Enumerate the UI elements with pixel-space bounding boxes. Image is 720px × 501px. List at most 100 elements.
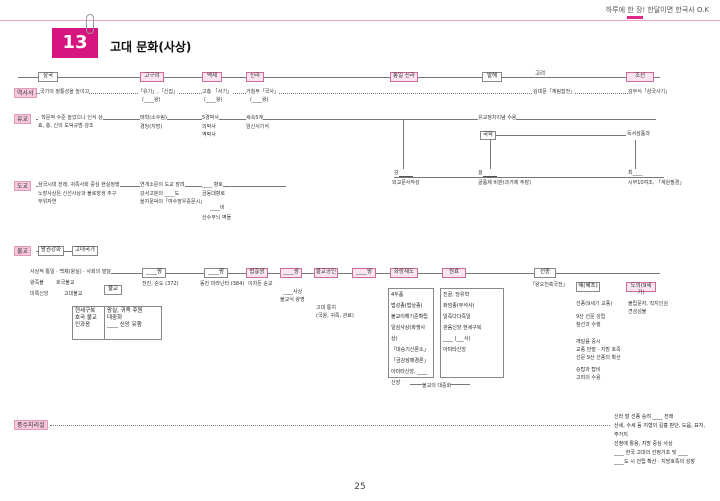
confucian-bottom-4: 설: [478, 170, 497, 177]
buddhism-left-4: 미륵신앙: [30, 291, 49, 297]
history-samguk: 국가의 정통성을 높이고: [40, 89, 90, 96]
seon-2: 9산 선문 성립: [576, 314, 606, 320]
confucian-bottom-1: 강: [394, 170, 413, 177]
tongil-box-4: 「대승기신론소」: [391, 347, 429, 353]
confucian-bottom-3: 골품제 비판(과거제 주장): [478, 180, 532, 186]
confucian-joseon: 독서삼품과: [627, 131, 651, 137]
buddhism-item-1: ____왕: [204, 268, 228, 278]
uisang-box-3: 관음신앙 현세구복: [443, 325, 482, 331]
confucian-baekje-3: 역박사: [202, 132, 216, 138]
confucian-balhae-tag: 국학: [480, 131, 496, 140]
buddhism-origin-1: 왕권강화: [38, 246, 64, 256]
buddhism-sillap-3: 고대 통치: [316, 305, 336, 311]
buddhism-left-5: 고대불교: [64, 291, 83, 297]
confucian-line: [36, 119, 656, 120]
section-fengshui: 풍수지리설: [14, 420, 48, 430]
daoism-goguryeo-2: 강서고분의 ____도: [140, 191, 180, 197]
daoism-baekje-1: ____ 향로: [202, 182, 223, 189]
buddhism-doui: 도의(9세기): [626, 282, 656, 296]
period-6: 고려: [535, 71, 546, 77]
buddhism-item-0: ____왕: [142, 268, 166, 278]
timeline-line: [18, 77, 660, 78]
confucian-baekje-2: 의박사: [202, 124, 216, 130]
uisang-box-1: 화엄종(부석사): [443, 303, 475, 309]
buddhism-item-6: 화랑제도: [390, 268, 418, 278]
buddhism-left-1: 사상적 통일 · 백제(왕실) · 사회의 발달: [30, 269, 112, 276]
period-4: 통일 신라: [390, 72, 418, 82]
confucian-tongil: 유교정치이념 수용: [478, 115, 517, 122]
period-0: 삼국: [38, 72, 58, 82]
buddhism-tongil-box: 4두품 법성종(법상종) 불교이해기준확립 일심사상(화쟁사상) 「대승기신론소…: [388, 288, 434, 386]
page-title: 고대 문화(사상): [110, 40, 192, 54]
section-confucian: 유교: [14, 114, 32, 124]
confucian-down-3: [635, 140, 636, 169]
buddhism-sillap-1: ____사상: [283, 289, 303, 295]
buddhism-item-3: ____왕: [280, 268, 302, 278]
daoism-goguryeo-1: 연개소문의 도교 장려: [140, 182, 185, 189]
buddhism-item-4: 불교공인: [314, 268, 338, 278]
history-tongil: 김대문「계림잡전」: [533, 89, 576, 96]
buddhism-left-box-5: 대중화: [107, 315, 123, 321]
page-number: 25: [354, 482, 366, 492]
daoism-samguk-3: 무위자연: [38, 199, 57, 205]
buddhism-main-line: [36, 273, 660, 274]
confucian-silla-1: 세속5계: [246, 115, 263, 122]
confucian-bottom-line: [394, 177, 664, 178]
period-5: 발해: [482, 72, 502, 82]
buddhism-uisang-box: 진골, 당유학 화엄종(부석사) 일즉다다즉일 관음신앙 현세구복 ____ (…: [440, 288, 504, 378]
header-accent-bar: [627, 16, 643, 19]
fengshui-text-3: 선정에 활용, 지방 중심 사상: [614, 441, 673, 447]
uisang-box-0: 진골, 당유학: [443, 292, 470, 298]
buddhism-mid-box: 왕실, 귀족 후원 대중화 ____ 신앙 유행: [104, 306, 162, 340]
buddhism-notes-a: 전진, 순도 (372): [142, 281, 179, 287]
section-buddhism: 불교: [14, 246, 32, 256]
confucian-goguryeo-2: 경당(지방): [140, 124, 163, 130]
buddhism-left-box-6: ____ 신앙 유행: [107, 322, 142, 328]
buddhism-item-2: 법흥왕: [246, 268, 268, 278]
buddhism-left-2: 왕즉불: [30, 280, 44, 286]
buddhism-left-box-4: 왕실, 귀족 후원: [107, 308, 143, 314]
history-silla-1: 거칠부「국사」: [246, 89, 280, 96]
seon-5: 교종 반발 · 지방 호족: [576, 347, 621, 353]
confucian-down-1: [403, 119, 404, 169]
period-2: 백제: [202, 72, 222, 82]
seon-right-2: 견성성불: [628, 309, 647, 315]
daoism-baekje-4: 산수무늬 벽돌: [202, 215, 232, 221]
buddhism-sillap-2: 불교식 왕명: [280, 297, 305, 303]
buddhism-notes-b: 동진 마라난타 (384): [200, 281, 245, 287]
fengshui-line: [50, 425, 610, 426]
buddhism-item-8: 선종: [534, 268, 556, 278]
header-site-tag: 하루에 한 장! 한달이면 한국사 O.K: [605, 6, 709, 14]
confucian-baekje-1: 5경박사: [202, 115, 219, 122]
fengshui-text-2: 산세, 수세 등 지형의 길흉 판단, 도읍, 묘지, 주거지: [614, 423, 706, 438]
buddhism-songgyo: 혜(혜초): [576, 282, 600, 292]
buddhism-box-mid: 불교: [104, 285, 122, 295]
confucian-goguryeo-1: 태학(소수림): [140, 115, 167, 122]
buddhism-left-3: 호국불교: [56, 280, 75, 286]
tongil-box-0: 4두품: [391, 292, 404, 298]
fengshui-text-1: 신라 말 선종 승려 ____ 전래: [614, 414, 674, 420]
history-baekje-2: (____왕): [204, 97, 223, 103]
chapter-number: 13: [62, 32, 88, 53]
history-goguryeo-2: (____왕): [142, 97, 161, 103]
buddhism-item-5: ____왕: [352, 268, 376, 278]
seon-4: 깨달음 중시: [576, 339, 601, 345]
daoism-samguk-1: 삼국시대 전래, 귀족사회 중심 현실정행: [38, 182, 120, 189]
daoism-samguk-2: 노장사상은 신선사상과 불로장생 추구: [38, 191, 117, 197]
tongil-box-3: 일심사상(화쟁사상): [391, 325, 426, 342]
buddhism-item-7: 원효: [442, 268, 466, 278]
fengshui-box: 신라 말 선종 승려 ____ 전래 산세, 수세 등 지형의 길흉 판단, 도…: [612, 412, 712, 465]
buddhism-notes-c: 이차돈 순교: [248, 281, 273, 287]
paperclip-icon: [86, 14, 94, 34]
tongil-box-2: 불교이해기준확립: [391, 314, 428, 320]
buddhism-hyecho: 「왕오천축국전」: [530, 282, 568, 288]
buddhism-tongil-foot: 불교의 대중화: [422, 383, 452, 390]
history-line: [36, 93, 656, 94]
buddhism-left-box-1: 현세구복: [75, 308, 96, 314]
tongil-box-1: 법성종(법상종): [391, 303, 423, 309]
period-1: 고구려: [140, 72, 164, 82]
confucian-balhae-line: [496, 135, 626, 136]
fengshui-text-5: ____도 시 건립 확산 · 지방호족의 성장: [614, 459, 695, 465]
section-history: 역사서: [14, 88, 37, 98]
